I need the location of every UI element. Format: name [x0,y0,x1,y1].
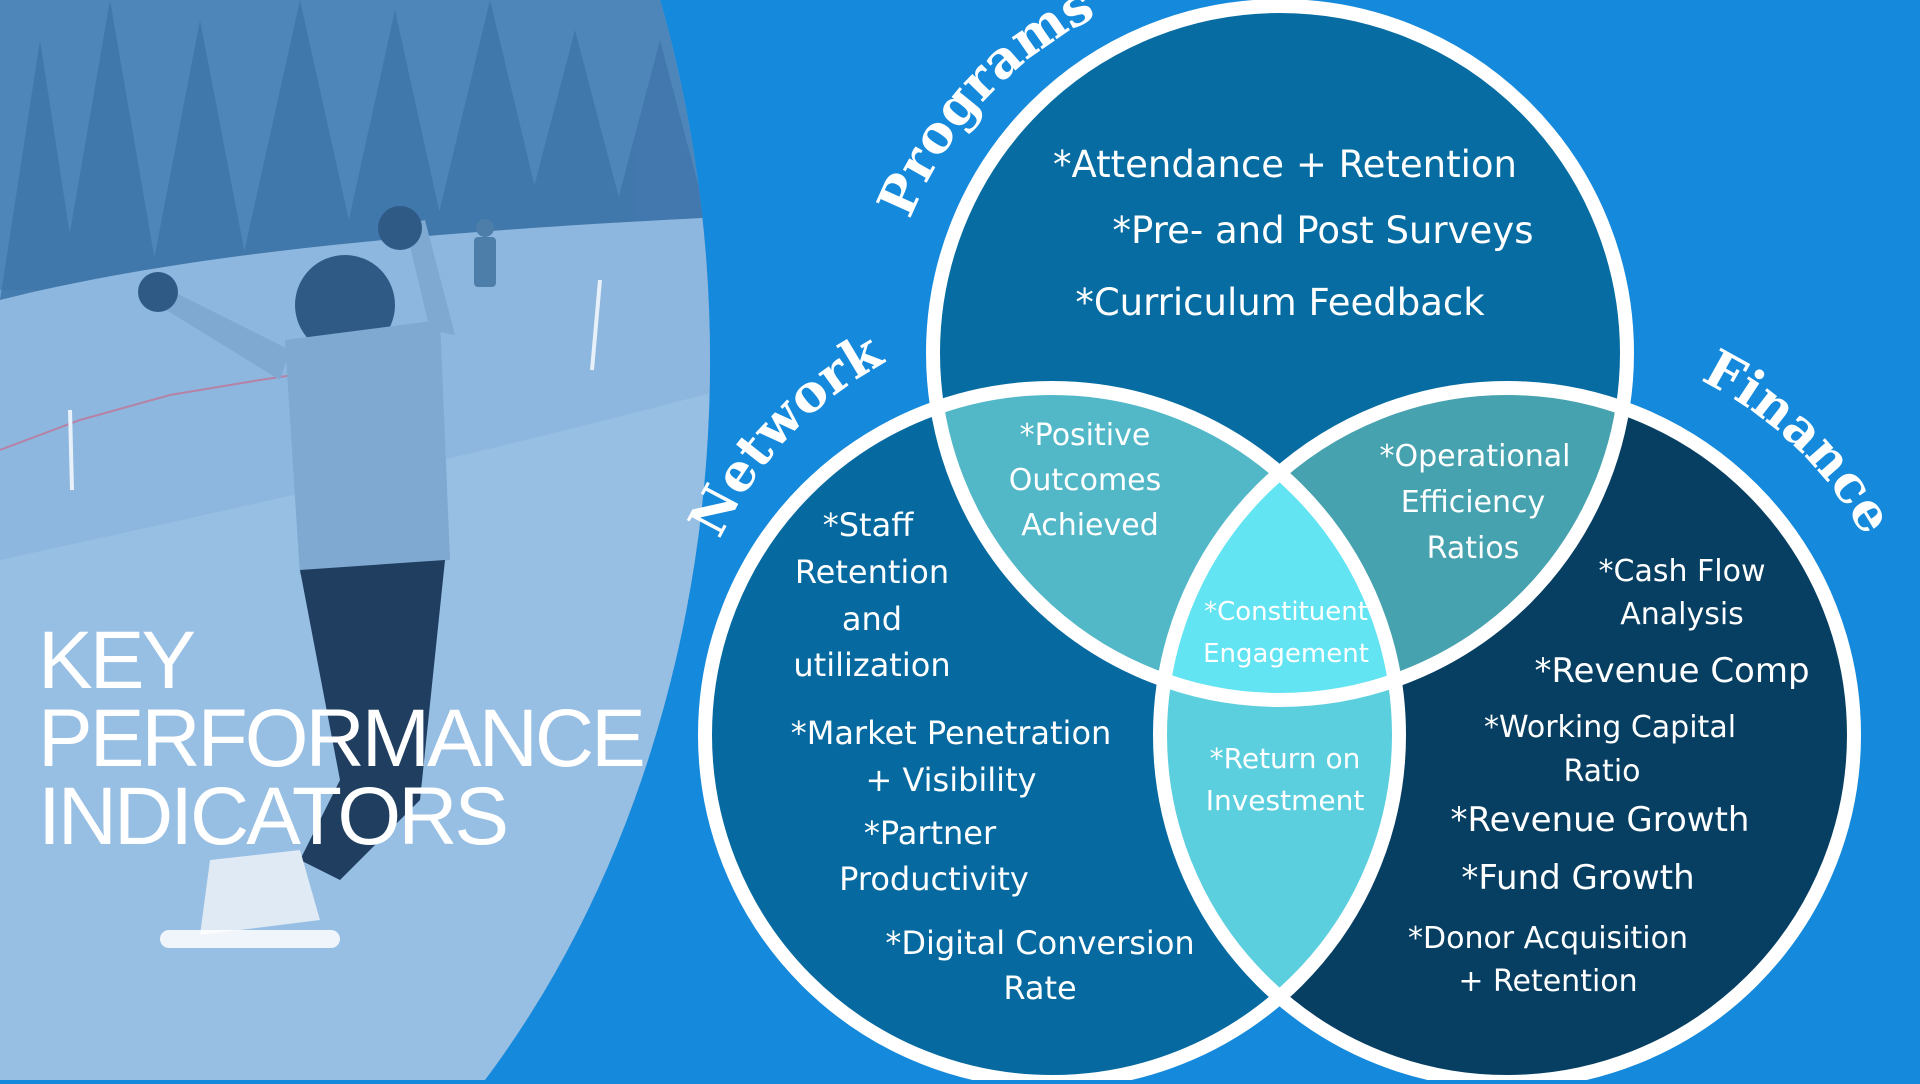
finance-item-donor-acquisition: *Donor Acquisition [1408,921,1688,956]
title-line-2: PERFORMANCE [38,693,646,784]
network-item-market-penetration: *Market Penetration [791,714,1112,752]
network-item-digital-conversion: *Digital Conversion [885,924,1194,962]
network-item-visibility: + Visibility [865,761,1036,799]
network-item-and: and [842,600,902,638]
network-item-partner: *Partner [864,814,997,852]
overlap-nf-line1: *Return on [1210,742,1361,775]
finance-item-cash-flow: *Cash Flow [1599,554,1766,589]
programs-item-curriculum: *Curriculum Feedback [1075,281,1485,324]
overlap-pn-line2: Outcomes [1009,463,1162,498]
distant-skier [474,219,496,287]
page-title: KEY PERFORMANCE INDICATORS [38,615,646,862]
overlap-pn-line1: *Positive [1020,418,1151,453]
overlap-pf-line1: *Operational [1379,439,1570,474]
finance-item-revenue-growth: *Revenue Growth [1451,800,1750,840]
overlap-nf-line2: Investment [1206,784,1365,817]
finance-item-analysis: Analysis [1620,597,1744,632]
finance-item-fund-growth: *Fund Growth [1461,858,1694,898]
finance-item-donor-retention: + Retention [1458,964,1637,999]
programs-item-attendance: *Attendance + Retention [1053,143,1517,186]
network-item-retention: Retention [795,553,949,591]
network-item-rate: Rate [1003,969,1076,1007]
overlap-pn-line3: Achieved [1021,508,1159,543]
network-item-staff: *Staff [823,506,914,544]
overlap-pf-line3: Ratios [1427,531,1520,566]
title-line-3: INDICATORS [38,771,509,862]
tree-line [0,0,710,300]
overlap-pf-line2: Efficiency [1401,485,1546,520]
snowboarder-figure [138,206,455,948]
finance-item-revenue-comp: *Revenue Comp [1534,651,1809,691]
center-overlap [1160,388,1399,700]
finance-item-ratio: Ratio [1563,754,1640,789]
programs-item-surveys: *Pre- and Post Surveys [1113,209,1534,252]
overlap-center-line2: Engagement [1203,639,1369,669]
finance-item-working-capital: *Working Capital [1484,710,1736,745]
overlap-center-line1: *Constituent [1204,597,1368,627]
title-line-1: KEY [38,615,196,706]
network-item-productivity: Productivity [839,860,1029,898]
snowboarder-photo [0,0,710,1080]
network-item-utilization: utilization [793,646,950,684]
